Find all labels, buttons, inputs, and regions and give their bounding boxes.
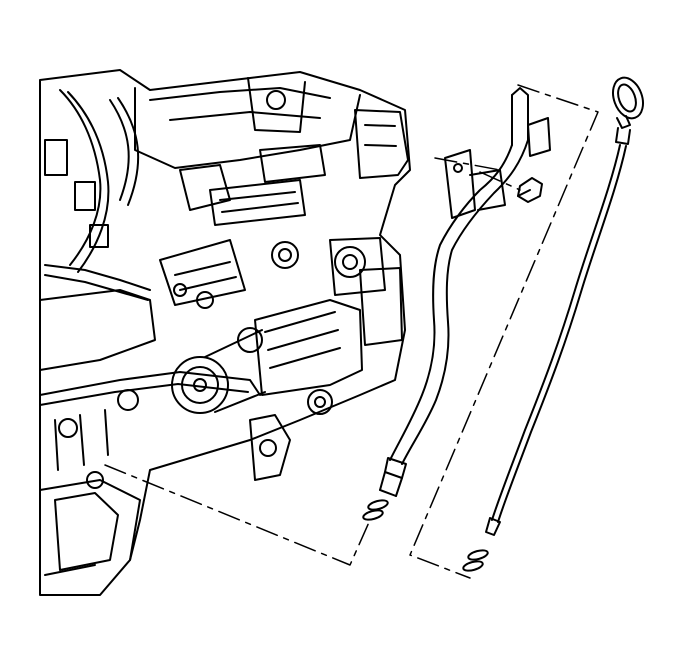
engine-block [39,69,411,596]
tube-mounting-bolt [517,177,543,203]
oil-level-indicator-dipstick [485,76,644,536]
oil-level-indicator-tube [379,87,551,497]
tube-o-ring-seal [362,499,389,521]
dipstick-o-ring-seal [462,549,489,572]
starter-motor [159,239,363,414]
leader-lines [104,84,599,579]
